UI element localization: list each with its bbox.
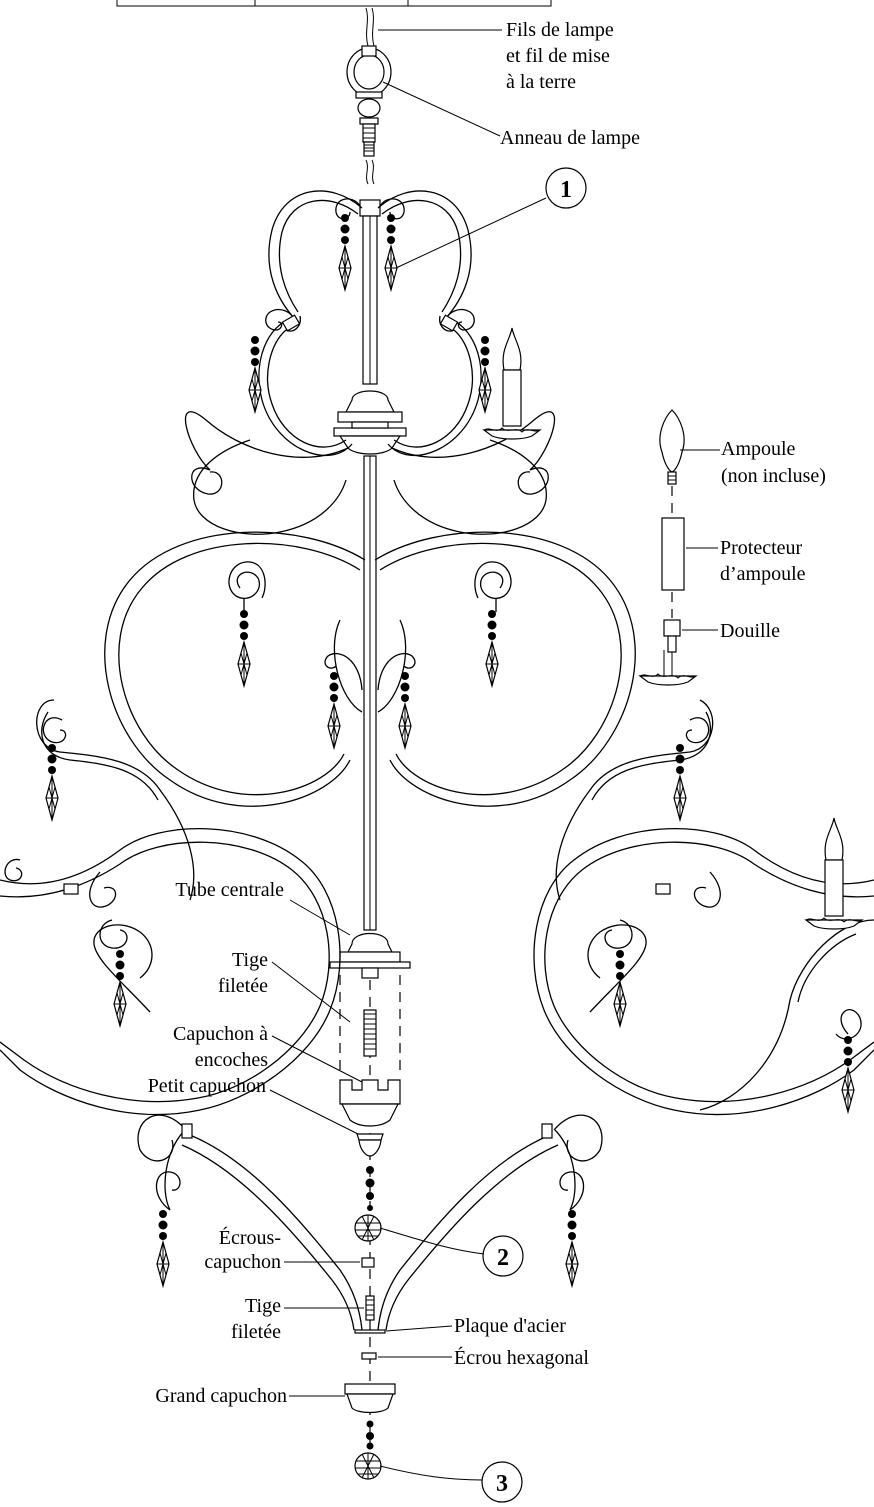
notched-cap-label: Capuchon à encoches (173, 1023, 268, 1071)
notched-cap-line-1: Capuchon à (173, 1023, 268, 1045)
lamp-wires-line-2: et fil de mise (506, 45, 610, 67)
socket-label: Douille (720, 620, 780, 642)
threaded-rod-bottom-line-2: filetée (231, 1321, 281, 1343)
callout-3-number: 3 (496, 1471, 508, 1497)
cap-nuts-label: Écrous- capuchon (204, 1226, 281, 1273)
callout-1: 1 (545, 167, 587, 209)
central-column (329, 7, 411, 979)
cap-nuts-line-1: Écrous- (219, 1226, 281, 1249)
bulb-protector-label: Protecteur d’ampoule (720, 537, 806, 585)
lamp-wires-line-1: Fils de lampe (506, 19, 614, 41)
threaded-rod-top-label: Tige filetée (218, 949, 268, 997)
threaded-rod-bottom-label: Tige filetée (231, 1295, 281, 1343)
bulb-line-1: Ampoule (721, 438, 796, 460)
notched-cap-line-2: encoches (195, 1049, 269, 1071)
bulb-label: Ampoule (non incluse) (721, 438, 826, 487)
candles (483, 327, 863, 930)
main-frame (0, 411, 874, 1331)
threaded-rod-top-line-1: Tige (232, 949, 268, 971)
lamp-ring-label: Anneau de lampe (500, 127, 640, 149)
center-tube-label: Tube centrale (175, 879, 284, 901)
callout-2-number: 2 (497, 1245, 509, 1271)
hex-nut-label: Écrou hexagonal (454, 1346, 589, 1369)
crystals (45, 213, 855, 1287)
lamp-wires-label: Fils de lampe et fil de mise à la terre (506, 19, 614, 93)
lamp-ring (346, 45, 392, 157)
callout-1-number: 1 (560, 177, 572, 203)
cap-nuts-line-2: capuchon (204, 1251, 281, 1273)
threaded-rod-top-line-2: filetée (218, 975, 268, 997)
table-fragment (116, 0, 552, 7)
small-cap-label: Petit capuchon (148, 1075, 266, 1097)
callout-2: 2 (482, 1235, 524, 1277)
bulb-assembly (659, 409, 685, 653)
bulb-protector-line-1: Protecteur (720, 537, 803, 559)
exploded-parts (339, 975, 401, 1480)
large-cap-label: Grand capuchon (155, 1385, 287, 1407)
threaded-rod-bottom-line-1: Tige (245, 1295, 281, 1317)
leader-lines (269, 29, 720, 1481)
lamp-wires-line-3: à la terre (506, 71, 576, 93)
bulb-protector-line-2: d’ampoule (720, 563, 806, 585)
bulb-line-2: (non incluse) (721, 465, 826, 487)
steel-plate-label: Plaque d'acier (454, 1315, 566, 1337)
callout-3: 3 (481, 1461, 523, 1503)
